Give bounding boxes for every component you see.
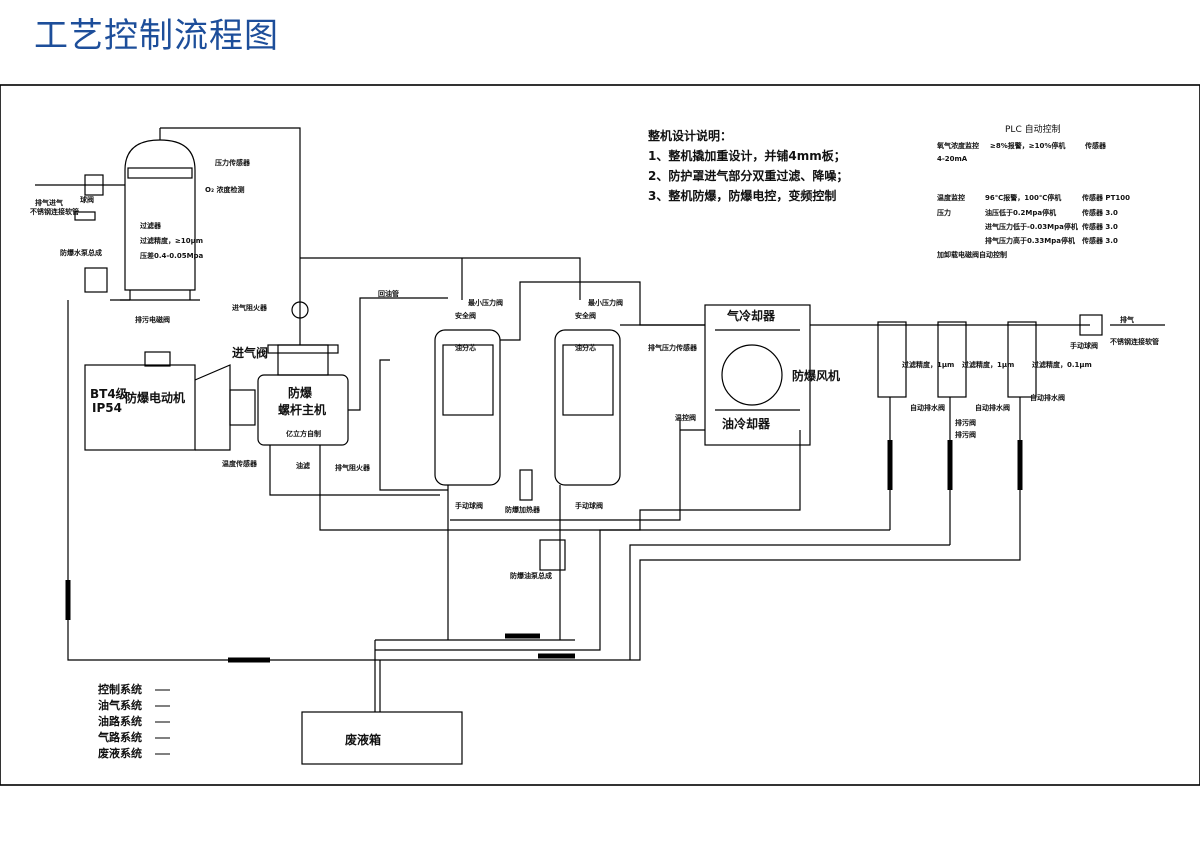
plc-heading: PLC 自动控制	[1005, 123, 1061, 135]
main-unit-sub: 亿立方自制	[286, 429, 321, 438]
plc-cell: 进气压力低于-0.03Mpa停机	[985, 222, 1078, 231]
label: 安全阀	[575, 311, 596, 320]
label: 排气阻火器	[335, 463, 371, 472]
explosion-proof-motor	[84, 364, 196, 451]
oil-separator-1	[434, 329, 501, 486]
main-unit-2: 螺杆主机	[278, 402, 326, 417]
oil-cooler-label: 油冷却器	[722, 416, 771, 431]
legend-item: 油路系统	[98, 714, 142, 728]
water-pump	[84, 267, 108, 293]
label: 最小压力阀	[468, 298, 503, 307]
plc-cell: 加卸载电磁阀自动控制	[936, 250, 1007, 259]
label: 不锈钢连接软管	[30, 207, 79, 216]
label: 过滤精度，≥10μm	[140, 236, 203, 245]
plc-cell: 传感器 3.0	[1081, 208, 1118, 217]
label: 进气阀	[232, 345, 268, 360]
label: 排气进气	[35, 198, 63, 207]
label: 进气阻火器	[232, 303, 268, 312]
label: 油滤	[296, 461, 310, 470]
label: 自动排水阀	[1030, 393, 1065, 402]
label: 排气	[1120, 315, 1134, 324]
label: 温控阀	[675, 413, 696, 422]
note-item: 1、整机撬加重设计，并铺4mm板；	[648, 148, 846, 163]
motor-grade: BT4级	[90, 386, 128, 401]
label: 最小压力阀	[588, 298, 623, 307]
note-item: 3、整机防爆，防爆电控，变频控制	[648, 188, 836, 203]
plc-cell: 油压低于0.2Mpa停机	[985, 208, 1056, 217]
label: 过滤精度，0.1μm	[1032, 360, 1092, 369]
motor-ip: IP54	[92, 401, 122, 415]
legend-item: 废液系统	[98, 746, 142, 760]
cooler	[704, 304, 811, 446]
label: 压力传感器	[215, 158, 251, 167]
page-title: 工艺控制流程图	[34, 16, 279, 56]
label: 自动排水阀	[910, 403, 945, 412]
plc-cell: 氧气浓度监控	[936, 141, 979, 150]
filter-2	[937, 321, 967, 398]
label: 过滤精度，1μm	[962, 360, 1014, 369]
filter-tank	[124, 139, 196, 291]
note-item: 2、防护罩进气部分双重过滤、降噪；	[648, 168, 848, 183]
air-cooler-label: 气冷却器	[726, 308, 776, 323]
plc-cell: 传感器 3.0	[1081, 236, 1118, 245]
label: 油分芯	[455, 343, 476, 352]
plc-cell: 96℃报警，100℃停机	[985, 193, 1061, 202]
diagram-border	[0, 84, 1200, 786]
label: 手动球阀	[455, 501, 483, 510]
label: 排污电磁阀	[135, 315, 170, 324]
plc-cell: 4-20mA	[937, 155, 968, 163]
label: 防爆加热器	[505, 505, 541, 514]
waste-tank-label: 废液箱	[345, 732, 381, 747]
plc-cell: 温度监控	[937, 193, 965, 202]
label: O₂ 浓度检测	[205, 185, 244, 194]
plc-cell: 排气压力高于0.33Mpa停机	[985, 236, 1075, 245]
filter-1	[877, 321, 907, 398]
plc-cell: ≥8%报警，≥10%停机	[990, 141, 1065, 150]
main-unit-1: 防爆	[288, 385, 313, 400]
plc-cell: 传感器	[1084, 141, 1107, 150]
label: 排污阀	[955, 418, 976, 427]
plc-cell: 传感器 3.0	[1081, 222, 1118, 231]
label: 温度传感器	[222, 459, 258, 468]
filter-3	[1007, 321, 1037, 398]
label: 手动球阀	[1070, 341, 1098, 350]
label: 排气压力传感器	[648, 343, 698, 352]
fan-label: 防爆风机	[792, 368, 840, 383]
label: 排污阀	[955, 430, 976, 439]
label: 油分芯	[575, 343, 596, 352]
plc-cell: 压力	[937, 208, 951, 217]
label: 过滤精度，1μm	[902, 360, 954, 369]
label: 压差0.4-0.05Mpa	[140, 251, 204, 260]
legend-item: 油气系统	[98, 698, 142, 712]
label: 安全阀	[455, 311, 476, 320]
label: 手动球阀	[575, 501, 603, 510]
notes-heading: 整机设计说明：	[647, 128, 732, 143]
label: 自动排水阀	[975, 403, 1010, 412]
legend-item: 气路系统	[97, 730, 142, 744]
label: 过滤器	[140, 221, 162, 230]
plc-cell: 传感器 PT100	[1081, 193, 1130, 202]
label: 回油管	[378, 289, 399, 298]
motor-label: 防爆电动机	[125, 390, 185, 405]
label: 不锈钢连接软管	[1110, 337, 1159, 346]
legend-item: 控制系统	[98, 682, 142, 696]
label: 防爆油泵总成	[510, 571, 552, 580]
oil-pump	[539, 539, 566, 571]
label: 球阀	[80, 195, 94, 204]
oil-separator-2	[554, 329, 621, 486]
waste-tank	[301, 711, 463, 765]
label: 防爆水泵总成	[60, 248, 102, 257]
